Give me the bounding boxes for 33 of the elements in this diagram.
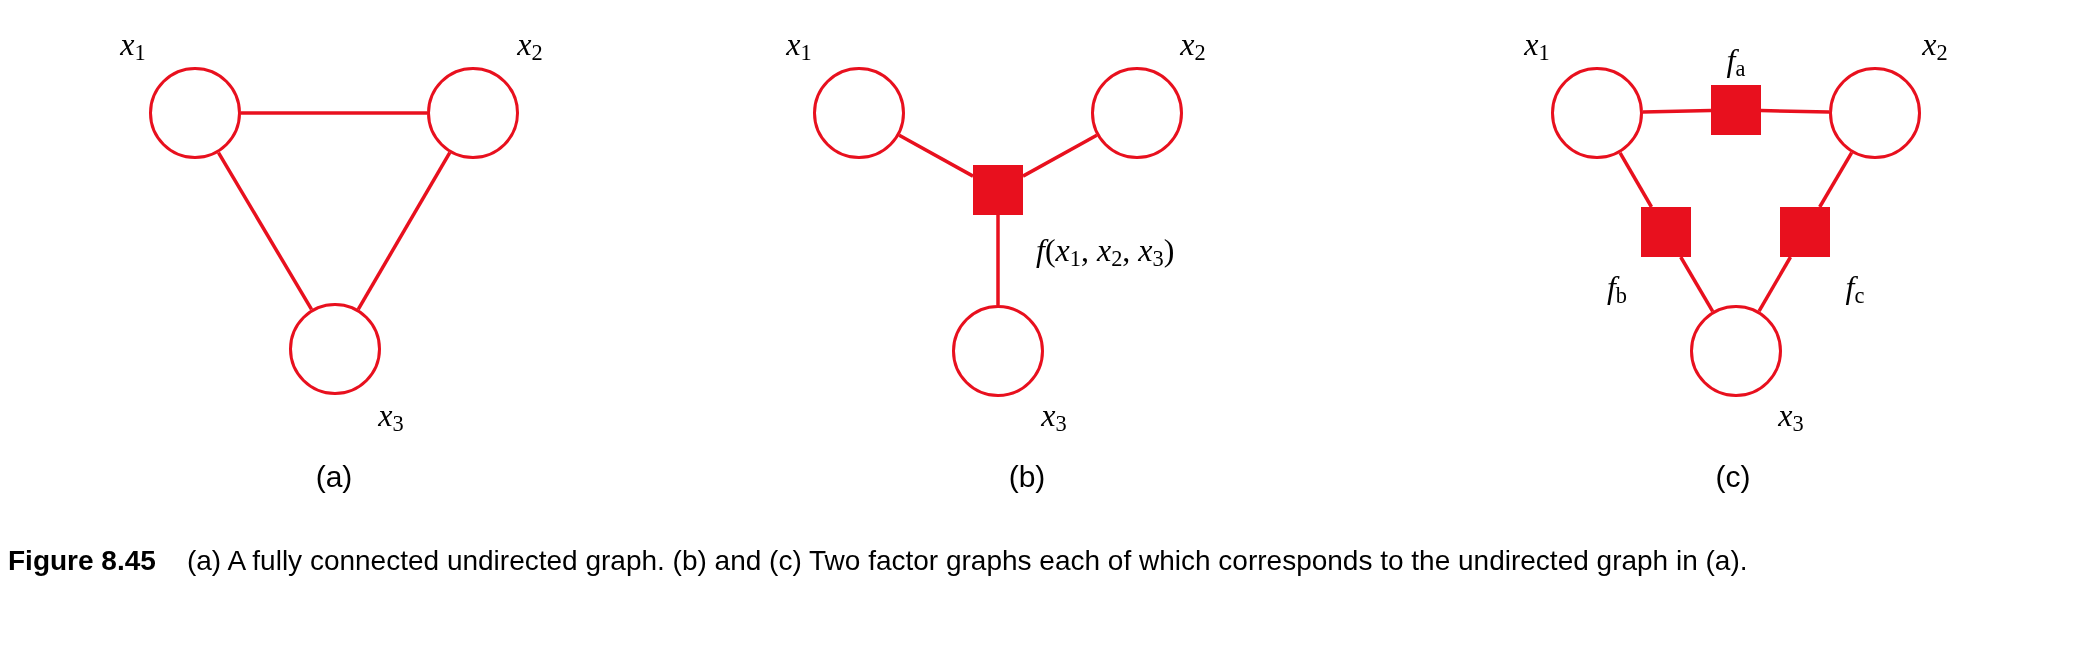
panel-label: (c): [1715, 460, 1751, 494]
edge-line: [1022, 133, 1098, 178]
math-label: x$_{2}$: [1180, 27, 1206, 65]
math-label: x$_{2}$: [1922, 27, 1948, 65]
math-label: f$_{a}$: [1726, 43, 1746, 81]
math-label: x$_{1}$: [1524, 27, 1550, 65]
math-label: x$_{1}$: [786, 27, 812, 65]
edge-line: [1757, 256, 1792, 313]
panel-label: (b): [1008, 460, 1046, 494]
math-label: f$_{b}$: [1606, 270, 1628, 308]
edge-line: [1760, 108, 1830, 114]
edge-line: [996, 215, 1000, 305]
edge-line: [1679, 256, 1715, 313]
factor-node-square: [1711, 85, 1761, 135]
math-label: x$_{3}$: [1041, 398, 1067, 436]
figure-caption: Figure 8.45 (a) A fully connected undirected graph. (b) and (c) Two factor graphs each of which corresponds to the undirected graph in (a).: [8, 544, 1749, 578]
math-label: x$_{1}$: [120, 27, 146, 65]
panel-label: (a): [315, 460, 353, 494]
edge-line: [356, 151, 452, 311]
math-label: x$_{3}$: [1778, 398, 1804, 436]
factor-node-square: [1780, 207, 1830, 257]
edge-line: [1642, 108, 1712, 114]
math-label: x$_{3}$: [378, 398, 404, 436]
factor-node-square: [1641, 207, 1691, 257]
edge-line: [1618, 151, 1653, 208]
edge-line: [241, 111, 427, 115]
math-label: f$_{c}$: [1845, 270, 1865, 308]
factor-node-square: [973, 165, 1023, 215]
edge-line: [216, 151, 314, 311]
math-label: x$_{2}$: [517, 27, 543, 65]
edge-line: [1818, 151, 1854, 208]
edge-line: [898, 133, 974, 178]
math-label: f(x$_{1}$, x$_{2}$, x$_{3}$): [1036, 233, 1175, 271]
